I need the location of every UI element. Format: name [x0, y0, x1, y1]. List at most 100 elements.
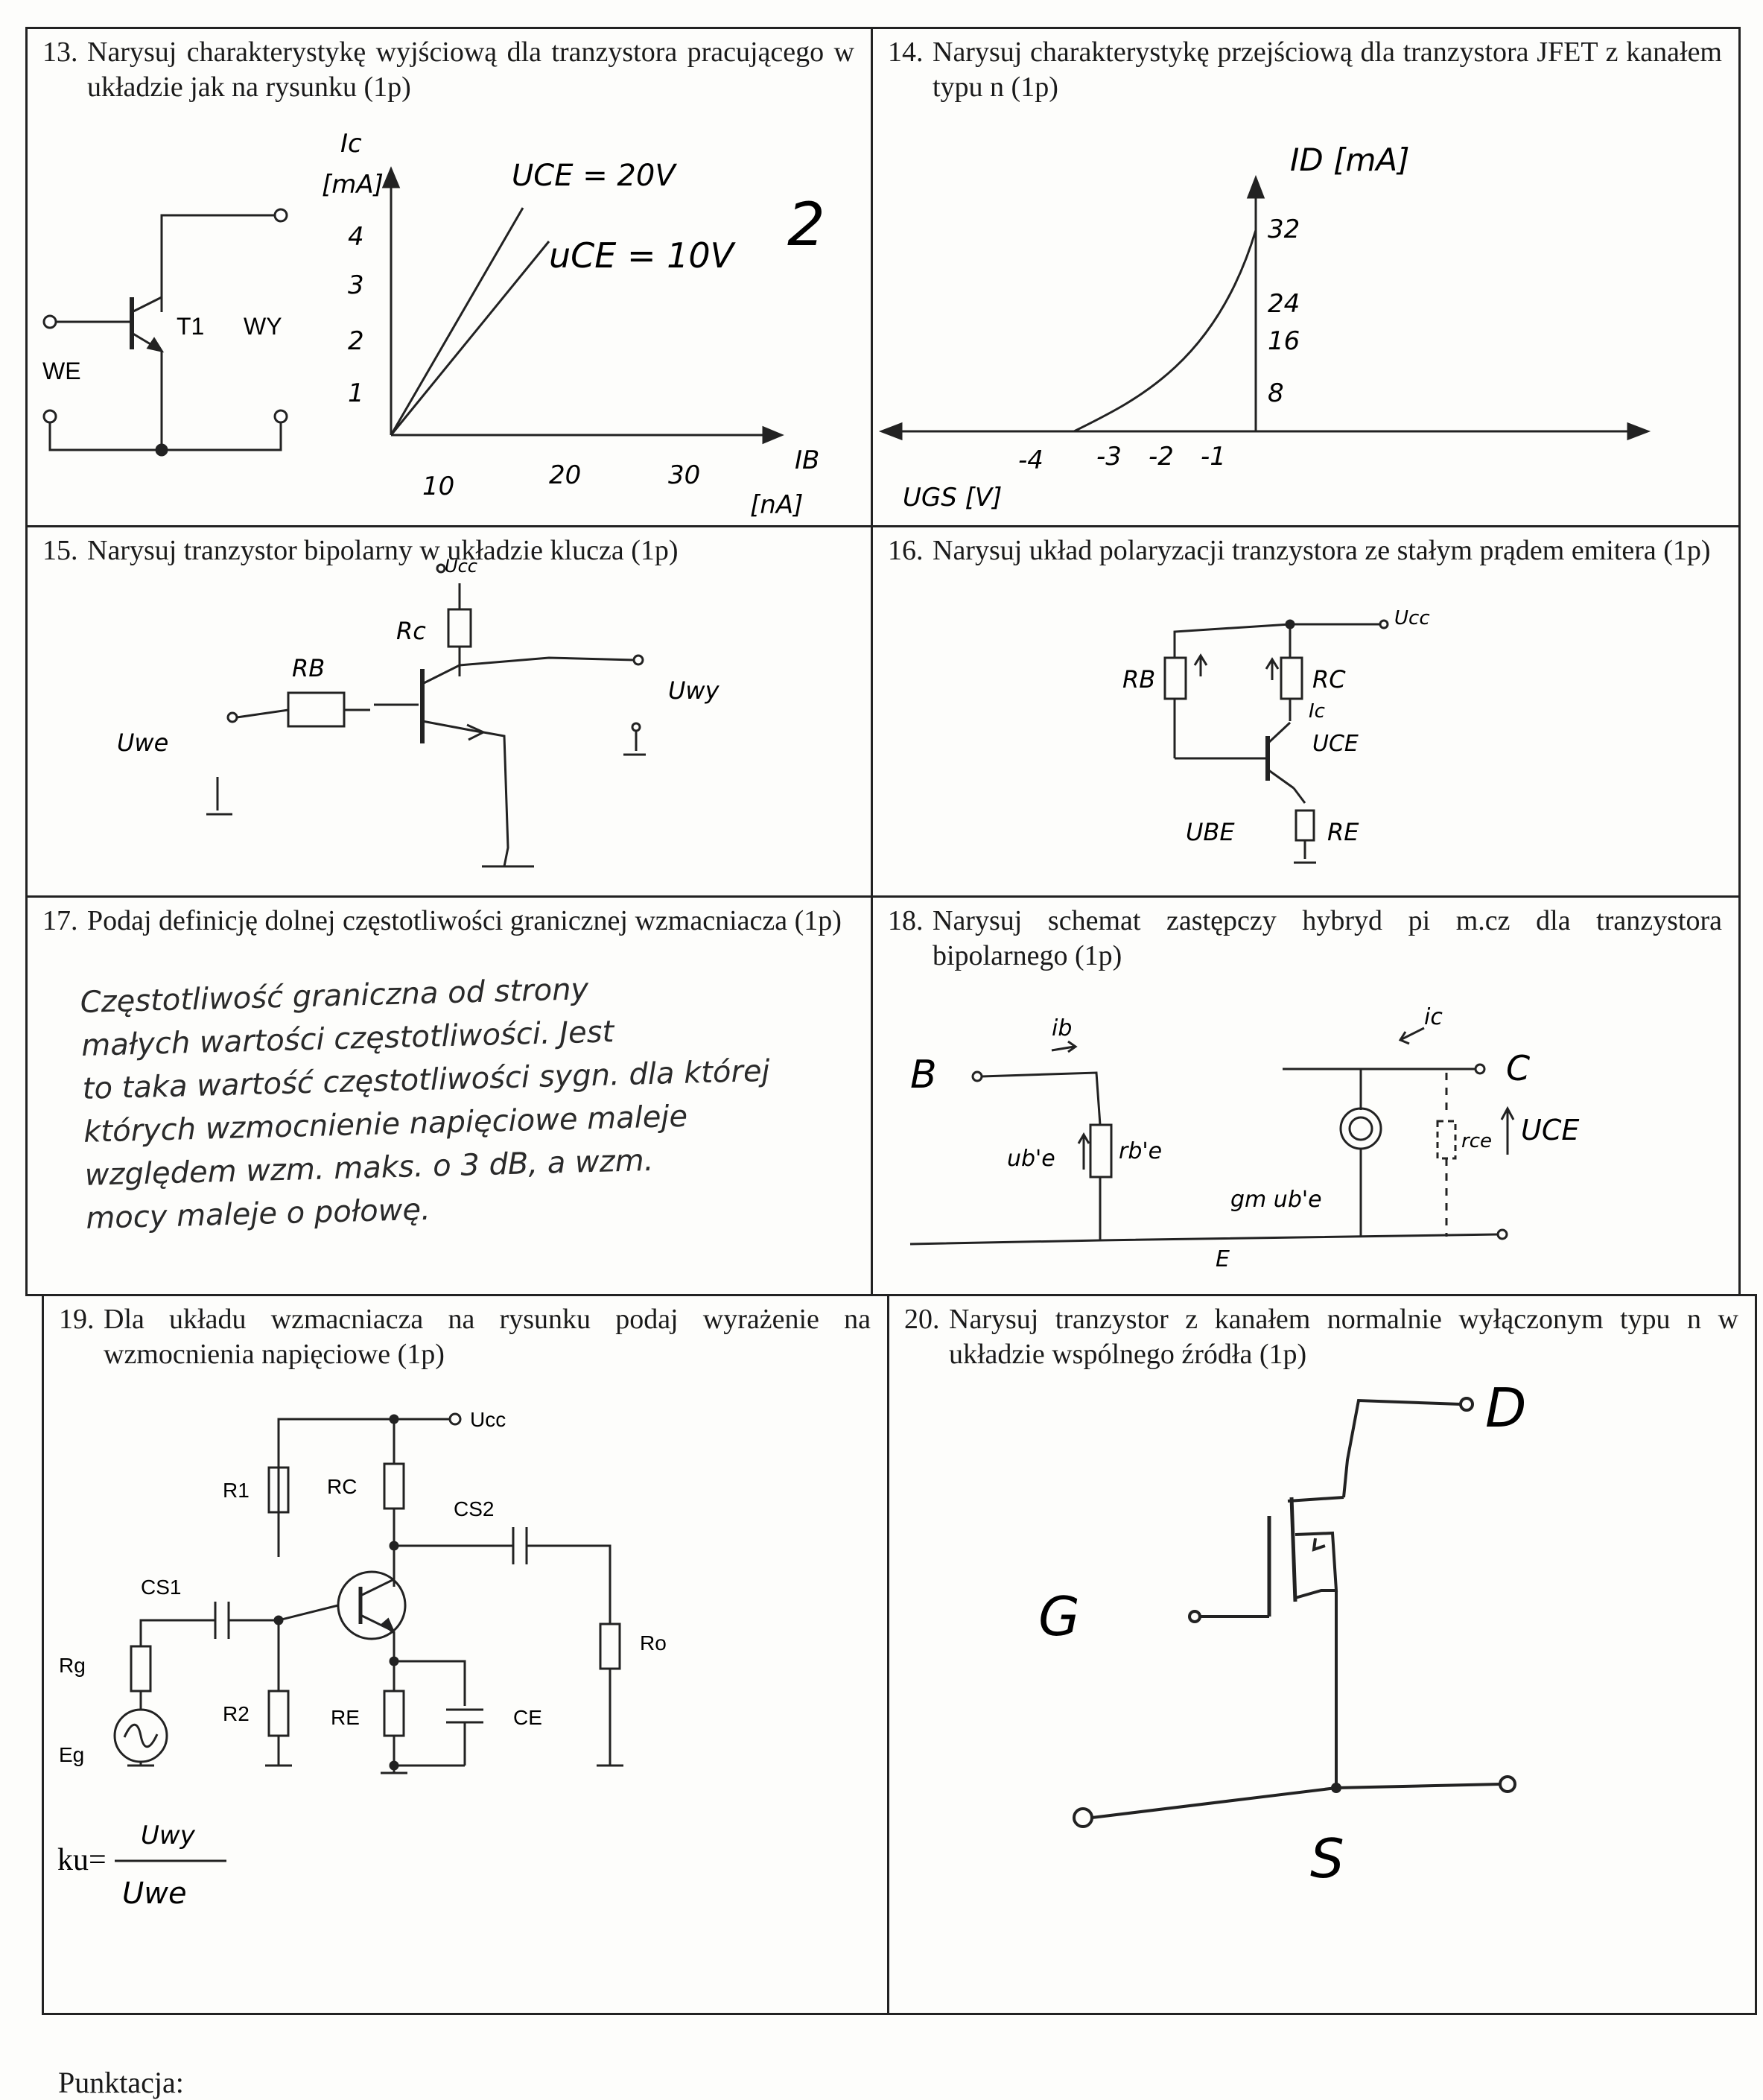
xlabel: IB — [795, 445, 819, 475]
terminal-g: G — [1038, 1585, 1080, 1648]
handwritten-answer: Częstotliwość graniczna od strony małych… — [80, 962, 831, 1240]
q15-circuit — [206, 563, 646, 868]
ytick: 1 — [348, 378, 364, 408]
question-19-cell: 19. Dla układu wzmacniacza na rysunku po… — [42, 1294, 889, 2015]
q19-drawing: Ucc R1 RC CS2 CS1 Rg R2 RE CE Eg Ro ku= … — [57, 1408, 667, 1911]
xtick: -1 — [1201, 442, 1226, 472]
xtick: 10 — [422, 472, 454, 501]
ib-label: ib — [1052, 1015, 1072, 1041]
cs2-label: CS2 — [454, 1497, 494, 1520]
question-number: 15. — [42, 535, 78, 566]
rb-label: RB — [292, 654, 325, 682]
q16-drawing: Ucc RB RC Ic UCE UBE RE — [1122, 607, 1430, 864]
curve-label-20v: UCE = 20V — [512, 159, 677, 193]
id-label: ID [mA] — [1290, 142, 1410, 178]
ro-label: Ro — [640, 1631, 667, 1655]
ku-numerator: Uwy — [141, 1821, 196, 1850]
question-14-cell: 14. Narysuj charakterystykę przejściową … — [871, 27, 1741, 527]
question-15-cell: 15. Narysuj tranzystor bipolarny w układ… — [25, 525, 873, 898]
ytick: 16 — [1268, 326, 1300, 356]
ytick: 8 — [1268, 378, 1284, 408]
q14-drawing: ID [mA] 32 24 16 8 -4 -3 -2 -1 UGS [V] — [878, 142, 1651, 513]
xtick: -4 — [1018, 445, 1043, 475]
ytick: 24 — [1268, 289, 1300, 319]
xtick: 30 — [668, 460, 700, 490]
ytick: 2 — [348, 326, 364, 356]
ce-label: CE — [513, 1706, 542, 1729]
r2-label: R2 — [223, 1702, 250, 1725]
ytick: 32 — [1268, 215, 1300, 244]
question-number: 14. — [888, 37, 924, 68]
xunit: [nA] — [750, 490, 803, 520]
rc-label: RC — [327, 1475, 357, 1498]
question-text: Podaj definicję dolnej częstotliwości gr… — [87, 905, 842, 936]
question-17-cell: 17. Podaj definicję dolnej częstotliwośc… — [25, 895, 873, 1296]
ytick: 3 — [348, 270, 364, 300]
question-19-prompt: 19. Dla układu wzmacniacza na rysunku po… — [59, 1302, 871, 1372]
ytick: 4 — [348, 222, 364, 252]
question-text: Narysuj schemat zastępczy hybryd pi m.cz… — [933, 905, 1722, 971]
ku-label: ku= — [57, 1843, 107, 1877]
question-text: Narysuj układ polaryzacji tranzystora ze… — [933, 535, 1711, 566]
question-number: 17. — [42, 905, 78, 936]
question-14-prompt: 14. Narysuj charakterystykę przejściową … — [888, 35, 1722, 105]
rc-label: RC — [1312, 665, 1346, 694]
r1-label: R1 — [223, 1479, 250, 1502]
question-17-prompt: 17. Podaj definicję dolnej częstotliwośc… — [42, 904, 854, 939]
eg-label: Eg — [59, 1743, 84, 1766]
node-c: C — [1506, 1048, 1530, 1088]
q18-circuit — [909, 1027, 1515, 1246]
gm-label: gm ub'e — [1230, 1187, 1322, 1213]
question-13-prompt: 13. Narysuj charakterystykę wyjściową dl… — [42, 35, 854, 105]
question-20-cell: 20. Narysuj tranzystor z kanałem normaln… — [887, 1294, 1757, 2015]
uce-label: UCE — [1312, 731, 1359, 757]
ic-label: Ic — [1309, 700, 1325, 723]
question-number: 20. — [904, 1304, 940, 1335]
question-text: Narysuj charakterystykę wyjściową dla tr… — [87, 37, 854, 103]
q14-graph-axes — [878, 174, 1651, 441]
terminal-d: D — [1485, 1377, 1526, 1439]
rb-label: RB — [1122, 665, 1155, 694]
ic-unit: [mA] — [322, 170, 384, 200]
output-label: WY — [244, 313, 282, 340]
rce-label: rce — [1461, 1130, 1492, 1152]
input-label: WE — [42, 358, 81, 384]
question-16-cell: 16. Narysuj układ polaryzacji tranzystor… — [871, 525, 1741, 898]
rc-label: Rc — [396, 617, 426, 645]
ube-label: UBE — [1186, 818, 1235, 846]
question-13-cell: 13. Narysuj charakterystykę wyjściową dl… — [25, 27, 873, 527]
question-text: Narysuj charakterystykę przejściową dla … — [933, 37, 1722, 103]
q13-graph-axes — [381, 166, 784, 445]
transistor-label: T1 — [177, 313, 204, 340]
q15-drawing: Ucc Rc RB Uwe Uwy — [117, 556, 720, 868]
node-e: E — [1216, 1246, 1230, 1272]
q20-drawing: D G S — [1038, 1377, 1526, 1890]
rbe-label: rb'e — [1119, 1138, 1162, 1164]
q16-circuit — [1163, 619, 1389, 864]
q13-circuit — [42, 208, 288, 457]
ucc-label: Ucc — [470, 1408, 506, 1431]
ku-denominator: Uwe — [122, 1877, 187, 1911]
question-15-prompt: 15. Narysuj tranzystor bipolarny w układ… — [42, 533, 854, 568]
xtick: -2 — [1149, 442, 1174, 472]
question-18-prompt: 18. Narysuj schemat zastępczy hybryd pi … — [888, 904, 1722, 974]
uwy-label: Uwy — [668, 676, 720, 705]
ucc-label: Ucc — [1394, 607, 1430, 629]
question-number: 18. — [888, 905, 924, 936]
re-label: RE — [1327, 818, 1359, 846]
ucc-label: Ucc — [445, 556, 477, 577]
node-b: B — [910, 1053, 937, 1097]
q19-circuit — [113, 1412, 623, 1774]
ube-label: ub'e — [1007, 1146, 1055, 1172]
question-number: 13. — [42, 37, 78, 68]
question-text: Dla układu wzmacniacza na rysunku podaj … — [104, 1304, 871, 1370]
q20-circuit — [1073, 1397, 1516, 1828]
uce-label: UCE — [1521, 1114, 1579, 1146]
re-label: RE — [331, 1706, 360, 1729]
question-20-prompt: 20. Narysuj tranzystor z kanałem normaln… — [904, 1302, 1738, 1372]
question-text: Narysuj tranzystor z kanałem normalnie w… — [949, 1304, 1738, 1370]
ic-label: ic — [1424, 1004, 1443, 1030]
question-18-cell: 18. Narysuj schemat zastępczy hybryd pi … — [871, 895, 1741, 1296]
q13-drawing: T1 WE WY Ic [mA] 4 3 2 1 10 20 30 IB [nA… — [42, 129, 825, 520]
xtick: -3 — [1096, 442, 1122, 472]
